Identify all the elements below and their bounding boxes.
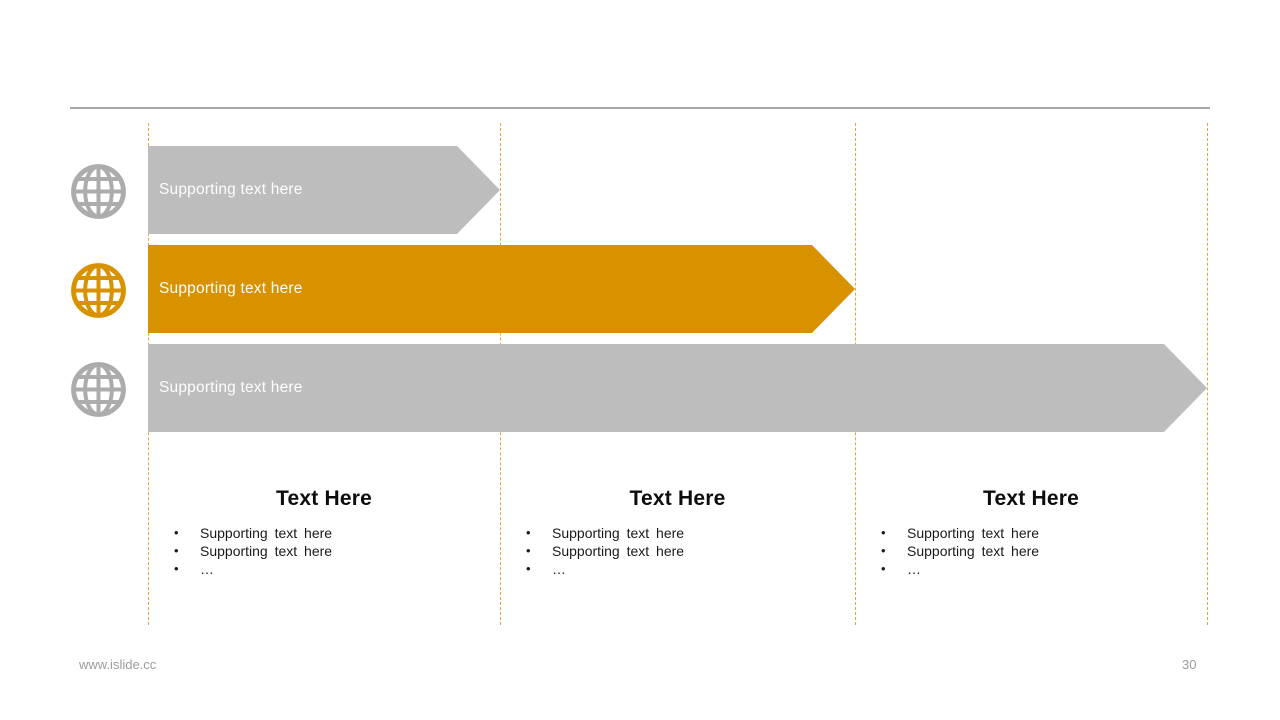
text-column: Text Here Supporting text here Supportin… — [500, 487, 855, 578]
bullet-item: Supporting text here — [500, 542, 855, 560]
globe-icon — [70, 163, 127, 220]
vertical-guide-line — [1207, 123, 1208, 625]
bullet-item: Supporting text here — [855, 542, 1207, 560]
bullet-item: Supporting text here — [500, 524, 855, 542]
bullet-list: Supporting text here Supporting text her… — [500, 524, 855, 578]
column-title: Text Here — [276, 487, 372, 510]
arrow-label: Supporting text here — [159, 379, 303, 396]
process-arrow[interactable]: Supporting text here — [148, 344, 1207, 432]
footer-url[interactable]: www.islide.cc — [79, 657, 157, 672]
process-arrow-active[interactable]: Supporting text here — [148, 245, 855, 333]
bullet-item: … — [148, 560, 500, 578]
bullet-list: Supporting text here Supporting text her… — [148, 524, 500, 578]
bullet-item: Supporting text here — [148, 542, 500, 560]
process-arrow[interactable]: Supporting text here — [148, 146, 500, 234]
bullet-item: Supporting text here — [148, 524, 500, 542]
arrow-label: Supporting text here — [159, 181, 303, 198]
column-title: Text Here — [983, 487, 1079, 510]
globe-icon — [70, 361, 127, 418]
bullet-list: Supporting text here Supporting text her… — [855, 524, 1207, 578]
bullet-item: … — [500, 560, 855, 578]
globe-icon — [70, 262, 127, 319]
bullet-item: Supporting text here — [855, 524, 1207, 542]
bullet-item: … — [855, 560, 1207, 578]
text-column: Text Here Supporting text here Supportin… — [855, 487, 1207, 578]
arrow-label: Supporting text here — [159, 280, 303, 297]
column-title: Text Here — [629, 487, 726, 510]
text-column: Text Here Supporting text here Supportin… — [148, 487, 500, 578]
top-divider-line — [70, 107, 1210, 109]
page-number: 30 — [1182, 657, 1197, 672]
